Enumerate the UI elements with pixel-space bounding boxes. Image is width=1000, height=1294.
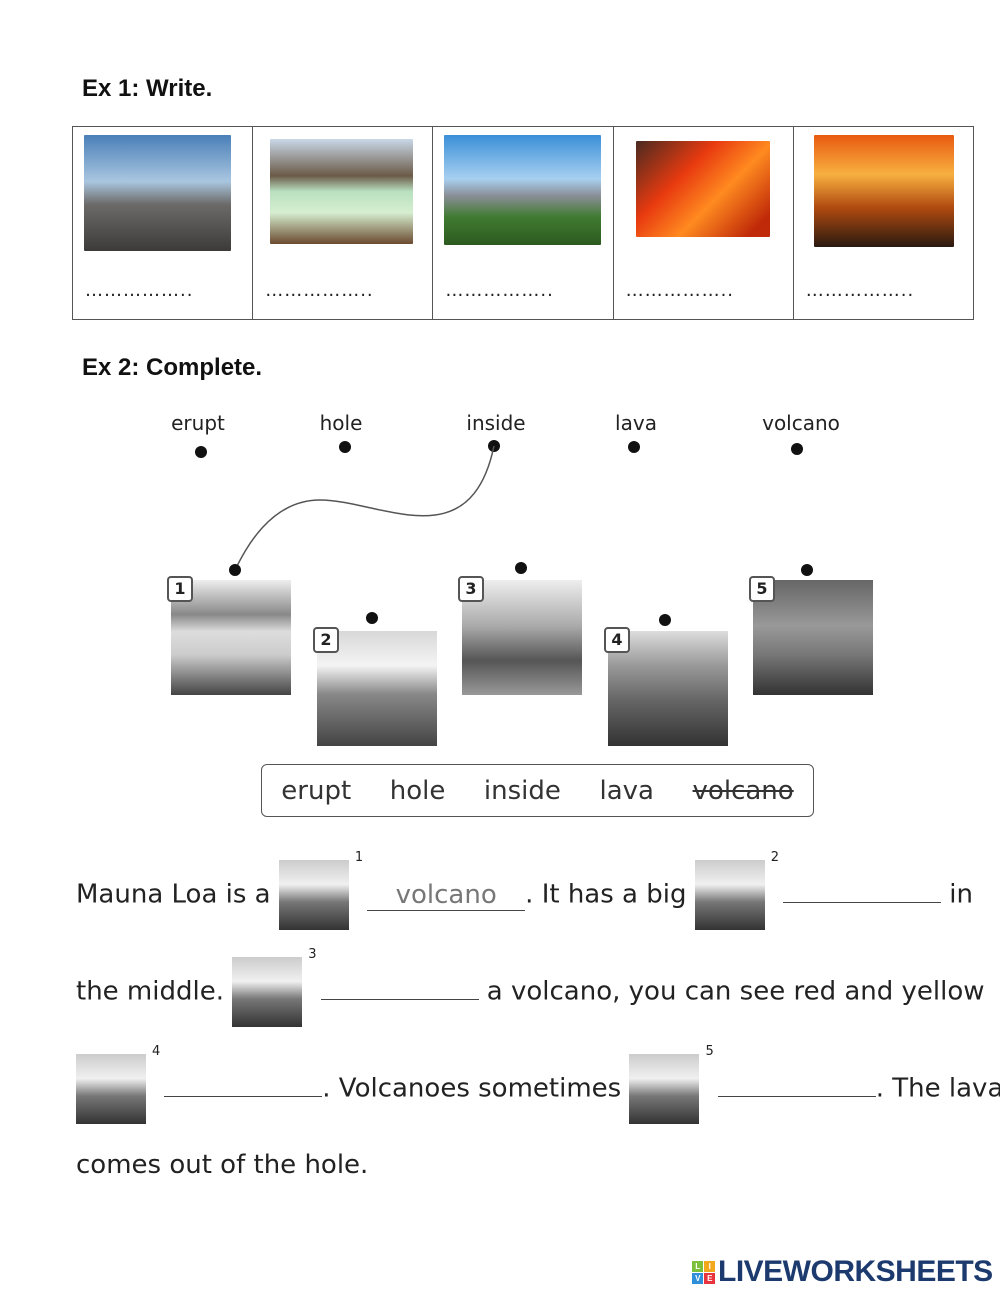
picture-number: 5 <box>749 576 775 602</box>
blank-number: 3 <box>308 947 317 962</box>
volcano-crater-image <box>84 135 231 251</box>
eruption-image <box>813 135 954 247</box>
answer-field-5[interactable]: …………….. <box>805 280 915 301</box>
ex1-cell-1: …………….. <box>71 126 254 320</box>
thumb-picture-2 <box>76 1054 146 1124</box>
logo-block: V <box>692 1272 703 1284</box>
match-dot-picture-1[interactable] <box>229 564 241 576</box>
picture-2: 2 <box>313 627 437 746</box>
bank-word: erupt <box>281 775 352 806</box>
picture-4: 4 <box>604 627 728 746</box>
text-line-1: Mauna Loa is a 1volcano. It has a big 2 … <box>76 850 973 930</box>
logo-block: E <box>704 1272 715 1284</box>
blank-number: 2 <box>770 850 780 865</box>
thumb-picture-3 <box>278 860 349 930</box>
blank-2[interactable] <box>783 872 942 903</box>
word-hole: hole <box>319 411 363 435</box>
bank-word-used: volcano <box>692 775 794 806</box>
answer-field-1[interactable]: …………….. <box>85 280 194 301</box>
blank-number: 5 <box>705 1044 714 1059</box>
picture-number: 1 <box>167 576 193 602</box>
picture-1: 1 <box>167 576 291 695</box>
crater-hole-image <box>270 139 414 244</box>
word-erupt: erupt <box>171 411 225 435</box>
blank-5[interactable] <box>717 1066 876 1097</box>
answer-field-3[interactable]: …………….. <box>445 280 554 301</box>
text: . Volcanoes sometimes <box>322 1073 622 1104</box>
match-dot-lava[interactable] <box>628 441 640 453</box>
text: . The lava <box>875 1073 1000 1104</box>
blank-number: 1 <box>354 850 364 865</box>
bank-word: lava <box>599 775 654 806</box>
answer-field-2[interactable]: …………….. <box>265 280 374 301</box>
ex1-cell-4: …………….. <box>612 126 794 320</box>
match-dot-erupt[interactable] <box>195 446 207 458</box>
ex1-cell-3: …………….. <box>432 126 614 320</box>
picture-number: 3 <box>458 576 484 602</box>
ex1-title: Ex 1: Write. <box>82 75 213 102</box>
blank-1[interactable]: volcano <box>367 880 526 911</box>
logo-block: L <box>692 1260 703 1272</box>
ex1-table: …………….. …………….. …………….. …………….. …………….. <box>71 126 975 320</box>
picture-number: 4 <box>604 627 630 653</box>
ex1-cell-5: …………….. <box>792 126 975 320</box>
thumb-picture-4 <box>694 860 765 930</box>
thumb-picture-1 <box>232 957 303 1027</box>
word-inside: inside <box>466 411 526 435</box>
bank-word: hole <box>389 775 446 806</box>
word-lava: lava <box>615 411 657 435</box>
match-dot-picture-4[interactable] <box>659 614 671 626</box>
word-bank: erupt hole inside lava volcano <box>261 764 814 817</box>
logo-text: LIVEWORKSHEETS <box>718 1255 993 1288</box>
bank-word: inside <box>483 775 561 806</box>
match-dot-hole[interactable] <box>339 441 351 453</box>
word-volcano: volcano <box>762 411 840 435</box>
text-line-4: comes out of the hole. <box>76 1150 369 1180</box>
text: the middle. <box>76 976 224 1007</box>
lava-image <box>635 141 770 237</box>
match-dot-picture-5[interactable] <box>801 564 813 576</box>
thumb-picture-5 <box>629 1054 700 1124</box>
match-dot-picture-3[interactable] <box>515 562 527 574</box>
logo-block: I <box>704 1260 715 1272</box>
blank-3[interactable] <box>320 969 479 1000</box>
blank-4[interactable] <box>164 1066 323 1097</box>
text: Mauna Loa is a <box>76 879 271 910</box>
volcano-image <box>444 135 602 245</box>
picture-5: 5 <box>749 576 873 695</box>
text: in <box>949 879 973 910</box>
picture-number: 2 <box>313 627 339 653</box>
match-dot-volcano[interactable] <box>791 443 803 455</box>
text: a volcano, you can see red and yellow <box>486 976 985 1007</box>
picture-3: 3 <box>458 576 582 695</box>
text-line-2: the middle. 3 a volcano, you can see red… <box>76 947 985 1027</box>
answer-field-4[interactable]: …………….. <box>625 280 735 301</box>
match-dot-picture-2[interactable] <box>366 612 378 624</box>
text-line-3: 4 . Volcanoes sometimes 5 . The lava <box>76 1044 1000 1124</box>
match-line <box>234 445 495 571</box>
text: . It has a big <box>525 879 687 910</box>
blank-number: 4 <box>152 1044 161 1059</box>
ex2-title: Ex 2: Complete. <box>82 354 263 381</box>
